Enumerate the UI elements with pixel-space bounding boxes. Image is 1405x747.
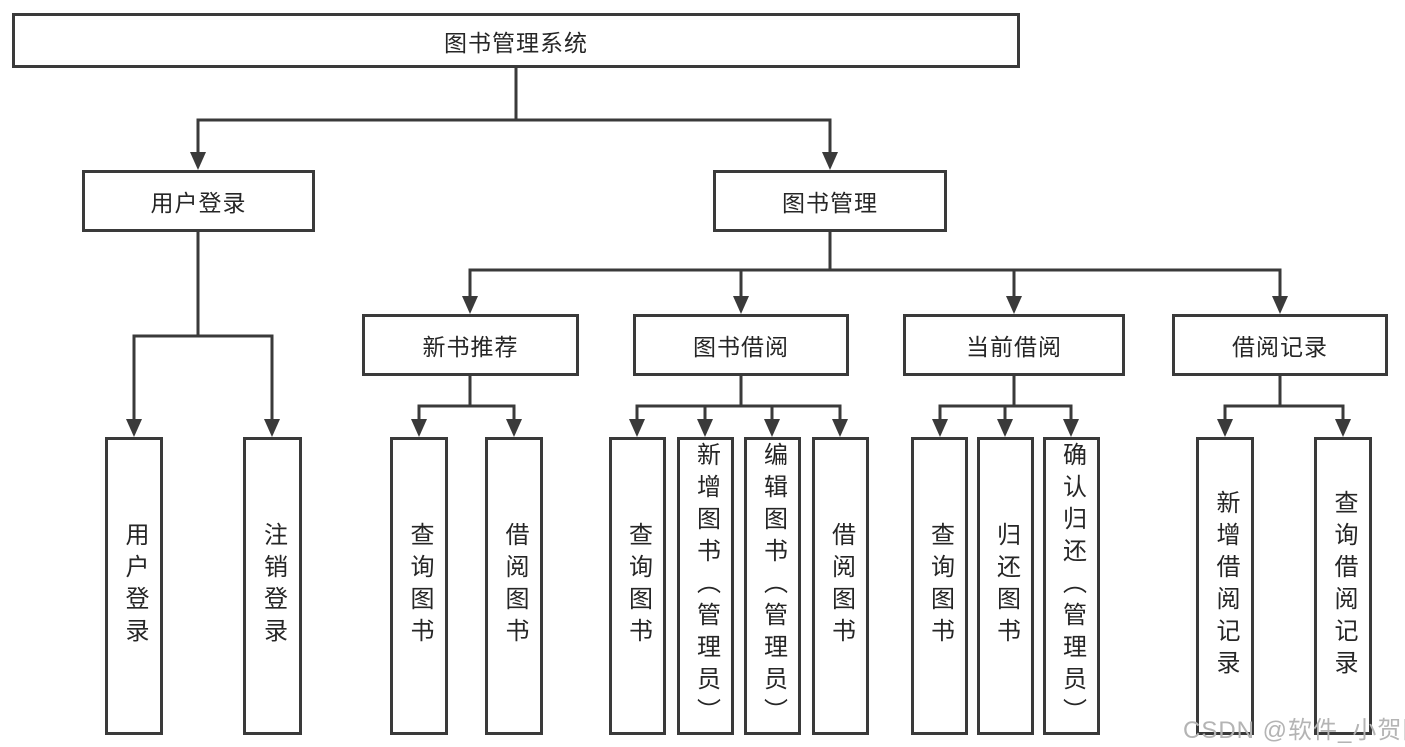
leaf-query-borrow-record: 查询借阅记录 xyxy=(1314,437,1372,735)
leaf-add-borrow-record-label: 新增借阅记录 xyxy=(1212,490,1239,682)
leaf-query-books-1: 查询图书 xyxy=(390,437,448,735)
node-borrowing-record-label: 借阅记录 xyxy=(1232,334,1328,360)
leaf-user-login-label: 用户登录 xyxy=(121,522,148,650)
leaf-borrow-books-2-label: 借阅图书 xyxy=(827,522,855,650)
leaf-query-books-1-label: 查询图书 xyxy=(406,522,433,650)
node-book-borrowing-label: 图书借阅 xyxy=(693,334,789,360)
csdn-watermark: CSDN @软件_小贺同学 xyxy=(1183,717,1405,744)
node-new-book-recommend: 新书推荐 xyxy=(362,314,579,376)
leaf-query-borrow-record-label: 查询借阅记录 xyxy=(1330,490,1357,682)
node-root-label: 图书管理系统 xyxy=(444,29,588,56)
leaf-query-books-2-label: 查询图书 xyxy=(624,522,652,650)
node-new-book-recommend-label: 新书推荐 xyxy=(422,334,519,360)
node-user-login: 用户登录 xyxy=(82,170,315,232)
node-current-borrowing-label: 当前借阅 xyxy=(966,334,1062,360)
arrowheads xyxy=(126,152,1351,437)
leaf-borrow-books-1-label: 借阅图书 xyxy=(501,522,528,650)
leaf-query-books-2: 查询图书 xyxy=(609,437,666,735)
leaf-logout: 注销登录 xyxy=(243,437,302,735)
leaf-return-books: 归还图书 xyxy=(977,437,1034,735)
leaf-user-login: 用户登录 xyxy=(105,437,163,735)
node-root: 图书管理系统 xyxy=(12,13,1020,68)
leaf-query-books-3: 查询图书 xyxy=(911,437,968,735)
leaf-confirm-return-admin-label: 确认归还（管理员） xyxy=(1058,442,1086,730)
leaf-logout-label: 注销登录 xyxy=(259,522,287,650)
leaf-add-borrow-record: 新增借阅记录 xyxy=(1196,437,1254,735)
node-user-login-label: 用户登录 xyxy=(150,190,247,216)
leaf-query-books-3-label: 查询图书 xyxy=(926,522,954,650)
leaf-add-books-admin-label: 新增图书（管理员） xyxy=(692,442,720,730)
leaf-borrow-books-1: 借阅图书 xyxy=(485,437,543,735)
leaf-return-books-label: 归还图书 xyxy=(992,522,1020,650)
leaf-confirm-return-admin: 确认归还（管理员） xyxy=(1043,437,1100,735)
node-book-management-label: 图书管理 xyxy=(782,190,878,216)
node-book-borrowing: 图书借阅 xyxy=(633,314,849,376)
node-book-management: 图书管理 xyxy=(713,170,947,232)
leaf-edit-books-admin-label: 编辑图书（管理员） xyxy=(759,442,787,730)
leaf-edit-books-admin: 编辑图书（管理员） xyxy=(744,437,801,735)
leaf-borrow-books-2: 借阅图书 xyxy=(812,437,869,735)
leaf-add-books-admin: 新增图书（管理员） xyxy=(677,437,734,735)
node-current-borrowing: 当前借阅 xyxy=(903,314,1125,376)
node-borrowing-record: 借阅记录 xyxy=(1172,314,1388,376)
